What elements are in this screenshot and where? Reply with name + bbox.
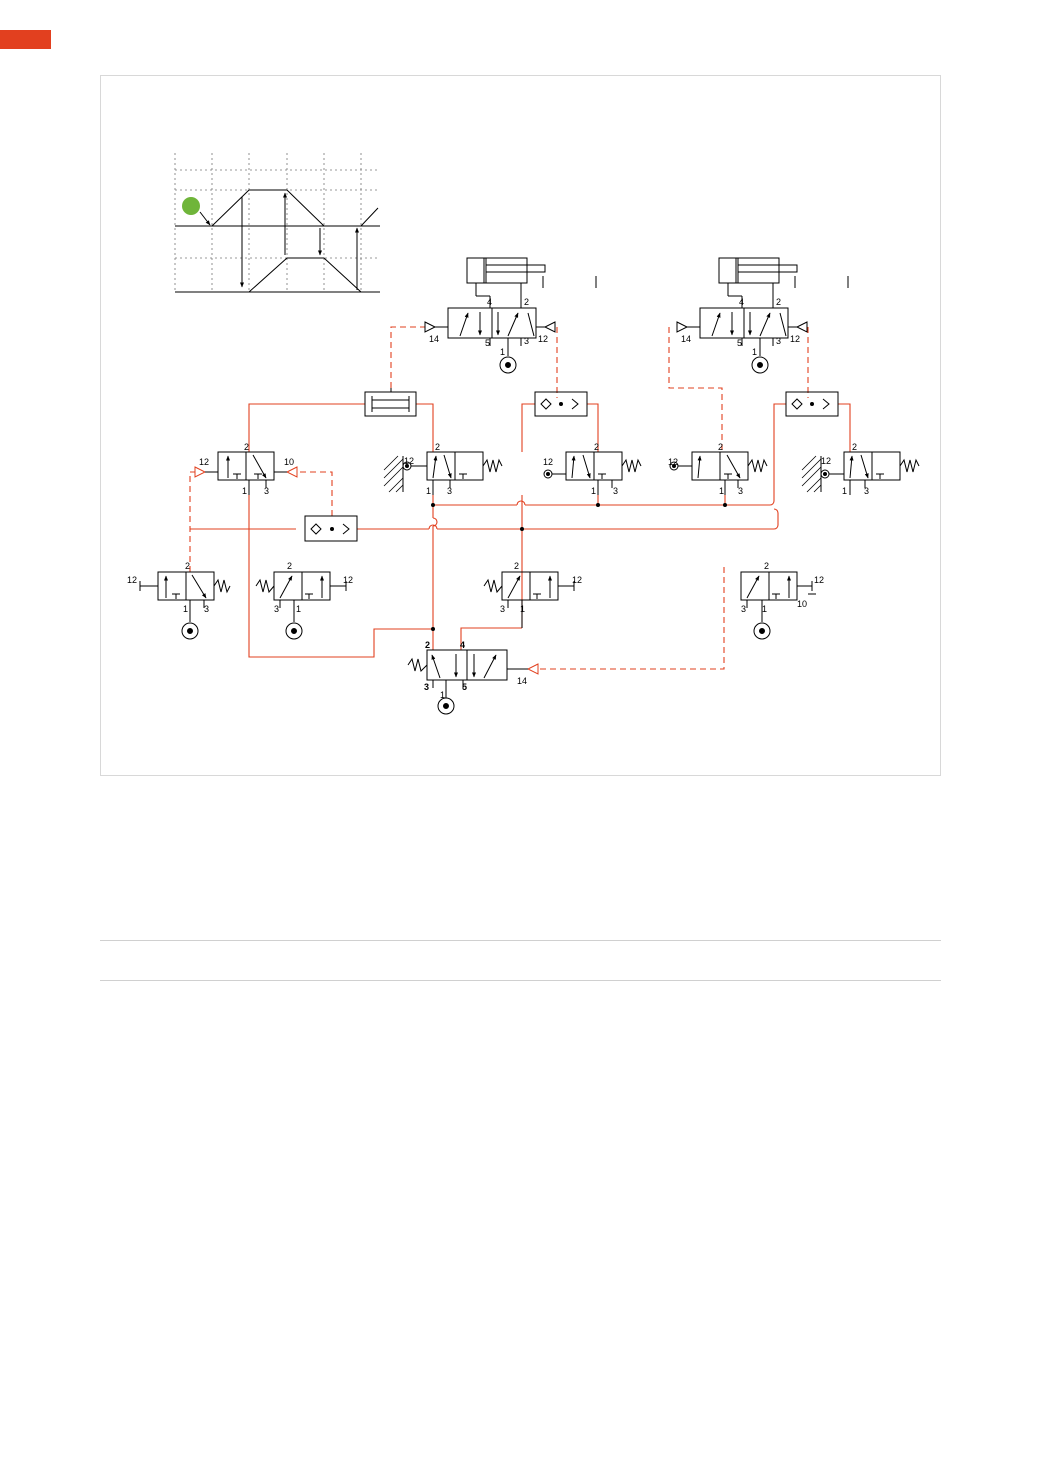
pushbutton-valve-1[interactable]: [139, 571, 231, 640]
limit-valve-2: [543, 451, 642, 495]
svg-text:1: 1: [440, 690, 445, 700]
svg-text:3: 3: [613, 486, 618, 496]
svg-text:5: 5: [485, 338, 490, 348]
svg-text:2: 2: [244, 442, 249, 452]
svg-text:1: 1: [762, 604, 767, 614]
svg-text:1: 1: [426, 486, 431, 496]
svg-text:3: 3: [274, 604, 279, 614]
figure-frame: [100, 75, 941, 776]
or-valve-b: [785, 391, 839, 417]
port-labels: 4 2 14 5 3 12 1 4 2 14 5 3 12 1 2 12 10 …: [127, 297, 869, 700]
or-valve-c: [304, 515, 358, 542]
cylinder-a: [466, 257, 597, 308]
svg-text:12: 12: [790, 334, 800, 344]
svg-text:2: 2: [764, 561, 769, 571]
svg-text:3: 3: [738, 486, 743, 496]
svg-text:3: 3: [524, 336, 529, 346]
svg-text:2: 2: [287, 561, 292, 571]
svg-text:14: 14: [517, 676, 527, 686]
svg-text:3: 3: [864, 486, 869, 496]
divider-top: [100, 940, 941, 941]
svg-text:2: 2: [594, 442, 599, 452]
svg-text:2: 2: [185, 561, 190, 571]
limit-valve-3: [669, 451, 768, 495]
divider-bottom: [100, 980, 941, 981]
start-indicator-icon: [182, 197, 200, 215]
svg-text:14: 14: [429, 334, 439, 344]
svg-text:1: 1: [242, 486, 247, 496]
svg-text:2: 2: [852, 442, 857, 452]
cylinder-b: [718, 257, 849, 308]
svg-text:10: 10: [284, 457, 294, 467]
svg-text:1: 1: [500, 347, 505, 357]
svg-text:12: 12: [127, 575, 137, 585]
svg-text:3: 3: [264, 486, 269, 496]
svg-text:4: 4: [739, 297, 744, 307]
svg-text:3: 3: [447, 486, 452, 496]
svg-text:12: 12: [814, 575, 824, 585]
pilot-lines: [189, 326, 809, 670]
svg-text:12: 12: [572, 575, 582, 585]
and-valve: [364, 388, 417, 417]
svg-text:2: 2: [718, 442, 723, 452]
svg-text:12: 12: [668, 457, 678, 467]
pressure-lines: [190, 403, 851, 658]
svg-text:12: 12: [543, 457, 553, 467]
svg-text:14: 14: [681, 334, 691, 344]
limit-valve-1: [383, 451, 503, 495]
or-valve-a: [534, 391, 588, 417]
main-valve-5-2: [407, 649, 539, 715]
svg-text:2: 2: [524, 297, 529, 307]
svg-text:1: 1: [752, 347, 757, 357]
svg-text:1: 1: [183, 604, 188, 614]
svg-text:2: 2: [514, 561, 519, 571]
svg-text:1: 1: [842, 486, 847, 496]
svg-text:2: 2: [776, 297, 781, 307]
svg-text:1: 1: [591, 486, 596, 496]
displacement-step-diagram: [174, 153, 380, 293]
svg-text:12: 12: [199, 457, 209, 467]
svg-text:12: 12: [343, 575, 353, 585]
svg-text:3: 3: [424, 682, 429, 692]
svg-text:3: 3: [741, 604, 746, 614]
pushbutton-valve-4[interactable]: [740, 571, 816, 640]
svg-text:2: 2: [435, 442, 440, 452]
pushbutton-valve-3[interactable]: [483, 571, 575, 628]
svg-text:1: 1: [296, 604, 301, 614]
valve-5-2-a: [424, 307, 556, 374]
pushbutton-valve-2[interactable]: [255, 571, 347, 640]
svg-text:4: 4: [487, 297, 492, 307]
svg-text:3: 3: [204, 604, 209, 614]
svg-text:5: 5: [462, 682, 467, 692]
svg-text:3: 3: [776, 336, 781, 346]
svg-text:12: 12: [821, 456, 831, 466]
valve-5-2-b: [676, 307, 808, 374]
section-tab: [0, 30, 51, 49]
svg-text:3: 3: [500, 604, 505, 614]
svg-text:1: 1: [520, 604, 525, 614]
limit-valve-4: [801, 451, 920, 495]
svg-text:5: 5: [737, 338, 742, 348]
svg-text:12: 12: [538, 334, 548, 344]
svg-text:4: 4: [460, 640, 465, 650]
svg-text:1: 1: [719, 486, 724, 496]
memory-valve-3-2: [194, 451, 298, 495]
svg-text:10: 10: [797, 599, 807, 609]
svg-text:12: 12: [404, 456, 414, 466]
svg-text:2: 2: [425, 640, 430, 650]
